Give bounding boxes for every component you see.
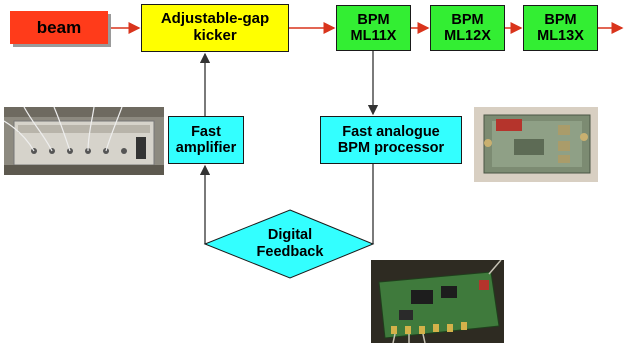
bpm-ml11x-box: BPM ML11X — [336, 5, 411, 51]
kicker-box: Adjustable-gap kicker — [141, 4, 289, 52]
bpm-ml13x-box: BPM ML13X — [523, 5, 598, 51]
fast-amplifier-box: Fast amplifier — [168, 116, 244, 164]
bpm-processor-photo — [474, 107, 598, 182]
amplifier-rack-photo — [4, 107, 164, 175]
bpm-ml12x-box: BPM ML12X — [430, 5, 505, 51]
feedback-diamond — [203, 209, 375, 279]
digital-feedback-label: Digital Feedback — [256, 227, 324, 260]
bpm-processor-box: Fast analogue BPM processor — [320, 116, 462, 164]
digital-feedback-board-photo — [371, 260, 504, 343]
beam-label: beam — [10, 11, 108, 44]
